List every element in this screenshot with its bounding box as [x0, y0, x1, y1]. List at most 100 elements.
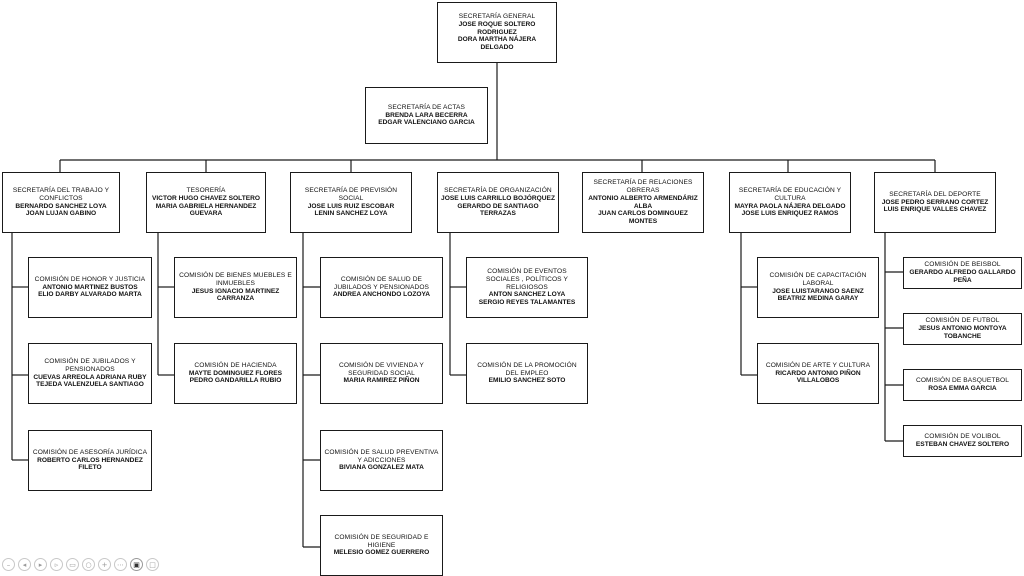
box-title: COMISIÓN DE BEISBOL — [924, 261, 1001, 269]
box-title: COMISIÓN DE HACIENDA — [194, 361, 277, 369]
box-name: CUEVAS ARREOLA ADRIANA RUBY — [33, 373, 147, 381]
box-name: JOSE LUIS CARRILLO BOJÓRQUEZ — [441, 194, 555, 202]
box-title: COMISIÓN DE SEGURIDAD E HIGIENE — [334, 533, 429, 549]
box-name: JESUS ANTONIO MONTOYA TOBANCHE — [918, 325, 1007, 340]
tesoreria-box: TESORERÍA VICTOR HUGO CHAVEZ SOLTERO MAR… — [146, 172, 266, 233]
box-name: MARIA GABRIELA HERNANDEZ GUEVARA — [155, 202, 257, 218]
comision-asesoria-box: COMISIÓN DE ASESORÍA JURÍDICA ROBERTO CA… — [28, 430, 152, 491]
box-name: SERGIO REYES TALAMANTES — [478, 299, 576, 307]
box-title: COMISIÓN DE FUTBOL — [925, 317, 1000, 325]
box-title: COMISIÓN DE CAPACITACIÓN LABORAL — [769, 271, 867, 287]
box-title: SECRETARÍA DE EDUCACIÓN Y CULTURA — [738, 186, 842, 202]
box-name: GERARDO DE SANTIAGO TERRAZAS — [457, 202, 539, 218]
box-title: COMISIÓN DE VOLIBOL — [924, 433, 1001, 441]
box-name: ANTON SANCHEZ LOYA — [488, 291, 566, 299]
box-title: COMISIÓN DE LA PROMOCIÓN DEL EMPLEO — [477, 361, 577, 377]
box-name: TEJEDA VALENZUELA SANTIAGO — [36, 381, 144, 389]
box-name: JUAN CARLOS DOMINGUEZ MONTES — [598, 210, 688, 226]
box-name: VICTOR HUGO CHAVEZ SOLTERO — [151, 194, 261, 202]
box-title: SECRETARÍA GENERAL — [458, 13, 536, 21]
box-title: COMISIÓN DE JUBILADOS Y PENSIONADOS — [44, 357, 136, 373]
comision-honor-box: COMISIÓN DE HONOR Y JUSTICIA ANTONIO MAR… — [28, 257, 152, 318]
box-name: RICARDO ANTONIO PIÑON VILLALOBOS — [775, 369, 861, 385]
secretaria-trabajo-box: SECRETARÍA DEL TRABAJO Y CONFLICTOS BERN… — [2, 172, 120, 233]
forward-icon[interactable]: ▹ — [50, 558, 63, 571]
comision-jubilados-box: COMISIÓN DE JUBILADOS Y PENSIONADOS CUEV… — [28, 343, 152, 404]
comision-basquetbol-box: COMISIÓN DE BASQUETBOL ROSA EMMA GARCIA — [903, 369, 1022, 401]
box-title: COMISIÓN DE SALUD DE JUBILADOS Y PENSION… — [333, 275, 430, 291]
box-title: COMISIÓN DE SALUD PREVENTIVA Y ADICCIONE… — [324, 448, 439, 464]
box-name: JOSE ROQUE SOLTERO RODRIGUEZ — [458, 20, 536, 36]
box-title: COMISIÓN DE HONOR Y JUSTICIA — [34, 275, 146, 283]
comision-salud-preventiva-box: COMISIÓN DE SALUD PREVENTIVA Y ADICCIONE… — [320, 430, 443, 491]
box-name: LUIS ENRIQUE VALLES CHAVEZ — [883, 206, 987, 214]
comision-hacienda-box: COMISIÓN DE HACIENDA MAYTE DOMINGUEZ FLO… — [174, 343, 297, 404]
box-name: ANTONIO MARTINEZ BUSTOS — [42, 283, 138, 291]
comision-eventos-box: COMISIÓN DE EVENTOS SOCIALES , POLÍTICOS… — [466, 257, 588, 318]
secretaria-general-box: SECRETARÍA GENERAL JOSE ROQUE SOLTERO RO… — [437, 2, 557, 63]
comision-volibol-box: COMISIÓN DE VOLIBOL ESTEBAN CHAVEZ SOLTE… — [903, 425, 1022, 457]
box-name: LENIN SANCHEZ LOYA — [314, 210, 388, 218]
comision-arte-box: COMISIÓN DE ARTE Y CULTURA RICARDO ANTON… — [757, 343, 879, 404]
zoom-in-icon[interactable]: + — [98, 558, 111, 571]
box-name: MELESIO GOMEZ GUERRERO — [333, 549, 430, 557]
box-title: SECRETARÍA DEL DEPORTE — [889, 190, 981, 198]
box-title: SECRETARÍA DE ACTAS — [387, 103, 466, 111]
secretaria-prevision-box: SECRETARÍA DE PREVISIÓN SOCIAL JOSE LUIS… — [290, 172, 412, 233]
secretaria-educacion-box: SECRETARÍA DE EDUCACIÓN Y CULTURA MAYRA … — [729, 172, 851, 233]
box-name: BEATRIZ MEDINA GARAY — [777, 295, 859, 303]
box-title: SECRETARÍA DE RELACIONES OBRERAS — [593, 179, 693, 194]
box-title: COMISIÓN DE ASESORÍA JURÍDICA — [32, 448, 148, 456]
box-name: JOAN LUJAN GABINO — [25, 210, 97, 218]
box-name: EMILIO SANCHEZ SOTO — [488, 377, 566, 385]
box-title: COMISIÓN DE ARTE Y CULTURA — [765, 361, 871, 369]
box-name: JOSE LUIS ENRIQUEZ RAMOS — [741, 210, 839, 218]
secretaria-relaciones-box: SECRETARÍA DE RELACIONES OBRERAS ANTONIO… — [582, 172, 704, 233]
more-icon[interactable]: ⋯ — [114, 558, 127, 571]
box-title: TESORERÍA — [186, 186, 226, 194]
box-name: BIVIANA GONZALEZ MATA — [339, 464, 424, 472]
box-name: PEDRO GANDARILLA RUBIO — [189, 377, 282, 385]
box-name: MARIA RAMIREZ PIÑON — [343, 377, 420, 385]
box-name: MAYTE DOMINGUEZ FLORES — [188, 369, 283, 377]
secretaria-actas-box: SECRETARÍA DE ACTAS BRENDA LARA BECERRA … — [365, 87, 488, 144]
slideshow-controls: – ◂ ▸ ▹ ▭ ○ + ⋯ ▣ □ — [2, 558, 159, 571]
box-name: JOSE LUISTARANGO SAENZ — [772, 287, 864, 295]
comision-salud-jubilados-box: COMISIÓN DE SALUD DE JUBILADOS Y PENSION… — [320, 257, 443, 318]
fullscreen-icon[interactable]: □ — [146, 558, 159, 571]
secretaria-deporte-box: SECRETARÍA DEL DEPORTE JOSE PEDRO SERRAN… — [874, 172, 996, 233]
box-title: SECRETARÍA DE ORGANIZACIÓN — [444, 186, 552, 194]
box-name: MAYRA PAOLA NÁJERA DELGADO — [734, 202, 846, 210]
comision-empleo-box: COMISIÓN DE LA PROMOCIÓN DEL EMPLEO EMIL… — [466, 343, 588, 404]
play-icon[interactable]: ▸ — [34, 558, 47, 571]
comision-futbol-box: COMISIÓN DE FUTBOL JESUS ANTONIO MONTOYA… — [903, 313, 1022, 345]
comision-bienes-box: COMISIÓN DE BIENES MUEBLES E INMUEBLES J… — [174, 257, 297, 318]
comision-beisbol-box: COMISIÓN DE BEISBOL GERARDO ALFREDO GALL… — [903, 257, 1022, 289]
back-icon[interactable]: ◂ — [18, 558, 31, 571]
box-name: ANTONIO ALBERTO ARMENDÁRIZ ALBA — [588, 194, 698, 210]
copy-icon[interactable]: ▭ — [66, 558, 79, 571]
box-title: COMISIÓN DE VIVIENDA Y SEGURIDAD SOCIAL — [339, 361, 424, 377]
zoom-out-icon[interactable]: – — [2, 558, 15, 571]
secretaria-organizacion-box: SECRETARÍA DE ORGANIZACIÓN JOSE LUIS CAR… — [437, 172, 559, 233]
box-name: GERARDO ALFREDO GALLARDO PEÑA — [909, 269, 1016, 284]
box-name: ESTEBAN CHAVEZ SOLTERO — [915, 441, 1010, 448]
comision-capacitacion-box: COMISIÓN DE CAPACITACIÓN LABORAL JOSE LU… — [757, 257, 879, 318]
box-name: ELIO DARBY ALVARADO MARTA — [38, 291, 142, 299]
box-name: JOSE PEDRO SERRANO CORTEZ — [881, 198, 989, 206]
box-title: COMISIÓN DE BIENES MUEBLES E INMUEBLES — [179, 271, 292, 287]
search-icon[interactable]: ○ — [82, 558, 95, 571]
box-name: BERNARDO SANCHEZ LOYA — [15, 202, 107, 210]
box-name: ANDREA ANCHONDO LOZOYA — [332, 291, 431, 299]
box-name: JOSE LUIS RUIZ ESCOBAR — [307, 202, 395, 210]
box-title: COMISIÓN DE BASQUETBOL — [915, 377, 1010, 385]
box-title: SECRETARÍA DEL TRABAJO Y CONFLICTOS — [12, 186, 110, 202]
box-name: BRENDA LARA BECERRA — [385, 111, 468, 119]
box-name: EDGAR VALENCIANO GARCIA — [378, 119, 475, 127]
camera-icon[interactable]: ▣ — [130, 558, 143, 571]
box-title: COMISIÓN DE EVENTOS SOCIALES , POLÍTICOS… — [486, 268, 568, 291]
box-title: SECRETARÍA DE PREVISIÓN SOCIAL — [304, 186, 398, 202]
box-name: DORA MARTHA NÁJERA DELGADO — [457, 36, 537, 52]
comision-vivienda-box: COMISIÓN DE VIVIENDA Y SEGURIDAD SOCIAL … — [320, 343, 443, 404]
